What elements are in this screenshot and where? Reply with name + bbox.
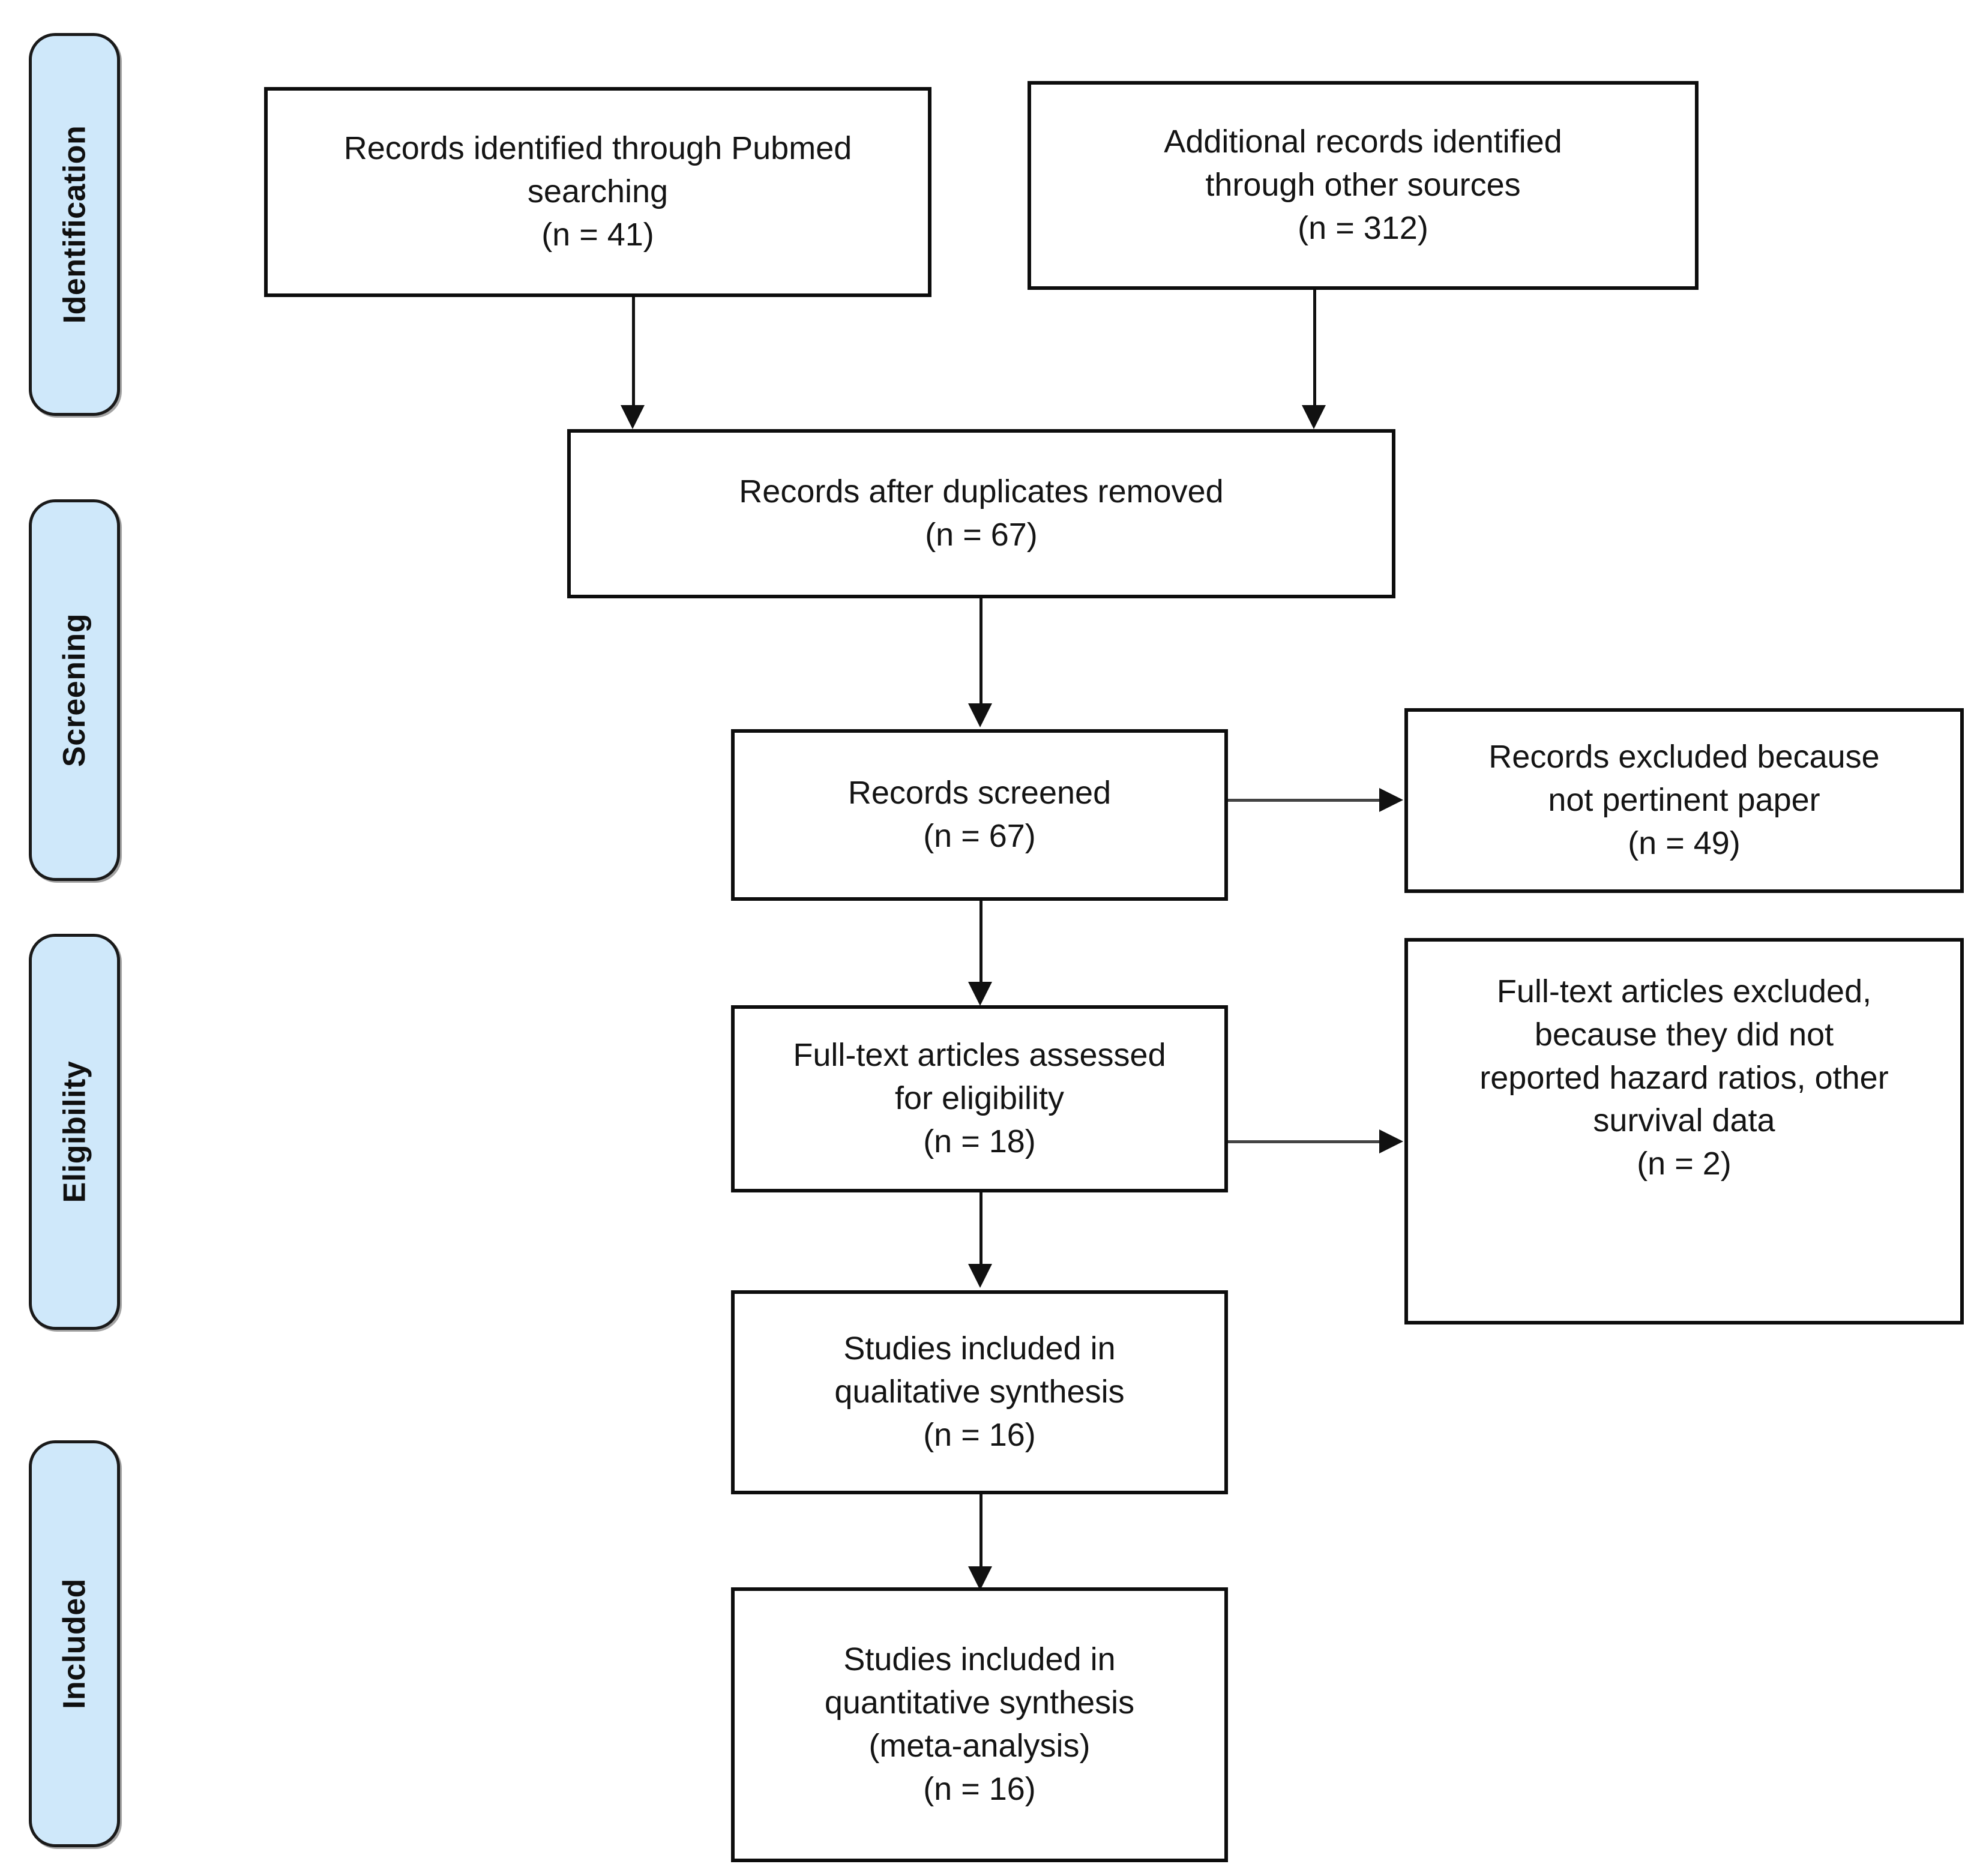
box-records-excluded: Records excluded because not pertinent p…	[1404, 708, 1964, 893]
box-records-excluded-line-1: Records excluded because	[1488, 739, 1880, 775]
box-records-excluded-line-2: not pertinent paper	[1548, 782, 1820, 819]
box-records-screened: Records screened (n = 67)	[731, 729, 1228, 901]
box-other-records-line-2: through other sources	[1205, 167, 1521, 203]
box-other-records: Additional records identified through ot…	[1028, 81, 1699, 290]
arrowhead-other-to-duplicates	[1302, 405, 1326, 429]
stage-box-screening: Screening	[29, 499, 120, 881]
connector-screened-to-excluded	[1228, 799, 1382, 802]
connector-qualitative-to-quantitative	[979, 1494, 982, 1570]
connector-pubmed-to-duplicates	[632, 297, 635, 408]
stage-box-included: Included	[29, 1440, 120, 1847]
box-fulltext-excluded-line-1: Full-text articles excluded,	[1496, 973, 1872, 1009]
stage-label-included: Included	[57, 1578, 92, 1709]
box-quantitative-synthesis-line-1: Studies included in	[843, 1641, 1116, 1678]
box-duplicates-removed: Records after duplicates removed (n = 67…	[567, 429, 1395, 598]
box-fulltext-excluded-line-5: (n = 2)	[1637, 1146, 1732, 1182]
arrowhead-duplicates-to-screened	[968, 703, 992, 727]
connector-duplicates-to-screened	[979, 598, 982, 706]
box-records-screened-line-1: Records screened	[847, 775, 1112, 811]
box-quantitative-synthesis: Studies included in quantitative synthes…	[731, 1587, 1228, 1862]
box-fulltext-assessed-line-2: for eligibility	[894, 1080, 1065, 1117]
box-quantitative-synthesis-line-3: (meta-analysis)	[868, 1728, 1091, 1764]
box-pubmed-records-line-2: searching	[527, 173, 669, 210]
arrowhead-screened-to-excluded	[1379, 788, 1403, 812]
box-qualitative-synthesis-line-3: (n = 16)	[923, 1416, 1036, 1453]
box-fulltext-excluded-line-4: survival data	[1593, 1102, 1775, 1139]
connector-other-to-duplicates	[1313, 290, 1316, 408]
stage-label-eligibility: Eligibility	[57, 1060, 92, 1203]
box-qualitative-synthesis-line-2: qualitative synthesis	[834, 1374, 1125, 1410]
box-fulltext-assessed-line-1: Full-text articles assessed	[793, 1037, 1166, 1074]
stage-label-identification: Identification	[57, 125, 92, 324]
arrowhead-fulltext-to-qualitative	[968, 1264, 992, 1288]
box-other-records-line-1: Additional records identified	[1164, 124, 1562, 160]
box-fulltext-excluded: Full-text articles excluded, because the…	[1404, 938, 1964, 1324]
box-qualitative-synthesis: Studies included in qualitative synthesi…	[731, 1290, 1228, 1494]
box-records-screened-line-2: (n = 67)	[923, 818, 1036, 854]
box-quantitative-synthesis-line-4: (n = 16)	[923, 1770, 1036, 1807]
box-quantitative-synthesis-line-2: quantitative synthesis	[824, 1685, 1135, 1721]
stage-box-identification: Identification	[29, 33, 120, 416]
box-fulltext-assessed-line-3: (n = 18)	[923, 1123, 1036, 1159]
box-fulltext-excluded-line-2: because they did not	[1534, 1016, 1834, 1053]
arrowhead-qualitative-to-quantitative	[968, 1566, 992, 1590]
connector-screened-to-fulltext	[979, 901, 982, 985]
box-pubmed-records: Records identified through Pubmed search…	[264, 87, 931, 297]
box-records-excluded-line-3: (n = 49)	[1628, 825, 1741, 861]
connector-fulltext-to-excluded	[1228, 1140, 1382, 1143]
box-duplicates-removed-line-1: Records after duplicates removed	[739, 474, 1224, 510]
box-fulltext-excluded-line-3: reported hazard ratios, other	[1479, 1059, 1889, 1096]
box-qualitative-synthesis-line-1: Studies included in	[843, 1330, 1116, 1367]
arrowhead-screened-to-fulltext	[968, 982, 992, 1006]
arrowhead-fulltext-to-excluded	[1379, 1129, 1403, 1153]
stage-box-eligibility: Eligibility	[29, 934, 120, 1330]
stage-label-screening: Screening	[57, 613, 92, 767]
box-other-records-line-3: (n = 312)	[1298, 209, 1428, 246]
box-pubmed-records-line-1: Records identified through Pubmed	[343, 130, 852, 167]
box-fulltext-assessed: Full-text articles assessed for eligibil…	[731, 1005, 1228, 1192]
connector-fulltext-to-qualitative	[979, 1192, 982, 1267]
box-duplicates-removed-line-2: (n = 67)	[925, 517, 1038, 553]
box-pubmed-records-line-3: (n = 41)	[541, 216, 654, 253]
arrowhead-pubmed-to-duplicates	[621, 405, 645, 429]
